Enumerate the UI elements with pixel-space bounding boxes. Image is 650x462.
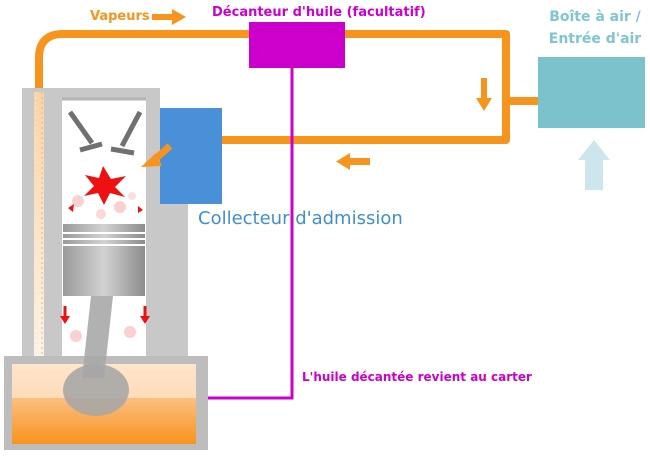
arrow-right-icon: [152, 9, 186, 25]
air-box: [538, 57, 645, 128]
blowby-arrows: [60, 306, 150, 342]
connecting-rod: [63, 296, 129, 416]
oil-separator: [249, 22, 345, 68]
label-intake-manifold: Collecteur d'admission: [198, 208, 403, 229]
label-air-box-line2: Entrée d'air: [548, 31, 642, 47]
piston: [63, 224, 145, 296]
combustion-spark: [72, 166, 136, 219]
arrow-down-icon: [476, 78, 492, 111]
vapor-pipe: [35, 30, 510, 144]
arrow-left-icon: [336, 153, 370, 170]
intake-manifold: [160, 108, 222, 204]
label-air-box-line1: Boîte à air /: [549, 9, 641, 25]
label-oil-return: L'huile décantée revient au carter: [302, 370, 532, 384]
air-inflow-arrow-icon: [578, 140, 610, 190]
valves: [67, 110, 143, 156]
air-box-connector: [510, 97, 538, 105]
blowby-arrows-top: [68, 204, 143, 213]
label-air-box: Boîte à air / Entrée d'air: [540, 6, 650, 50]
oil-return-line: [196, 68, 294, 400]
arrow-down-left-icon: [141, 143, 173, 167]
label-oil-separator: Décanteur d'huile (facultatif): [212, 5, 426, 20]
label-vapeurs: Vapeurs: [90, 9, 150, 24]
flow-arrows: [141, 9, 492, 170]
